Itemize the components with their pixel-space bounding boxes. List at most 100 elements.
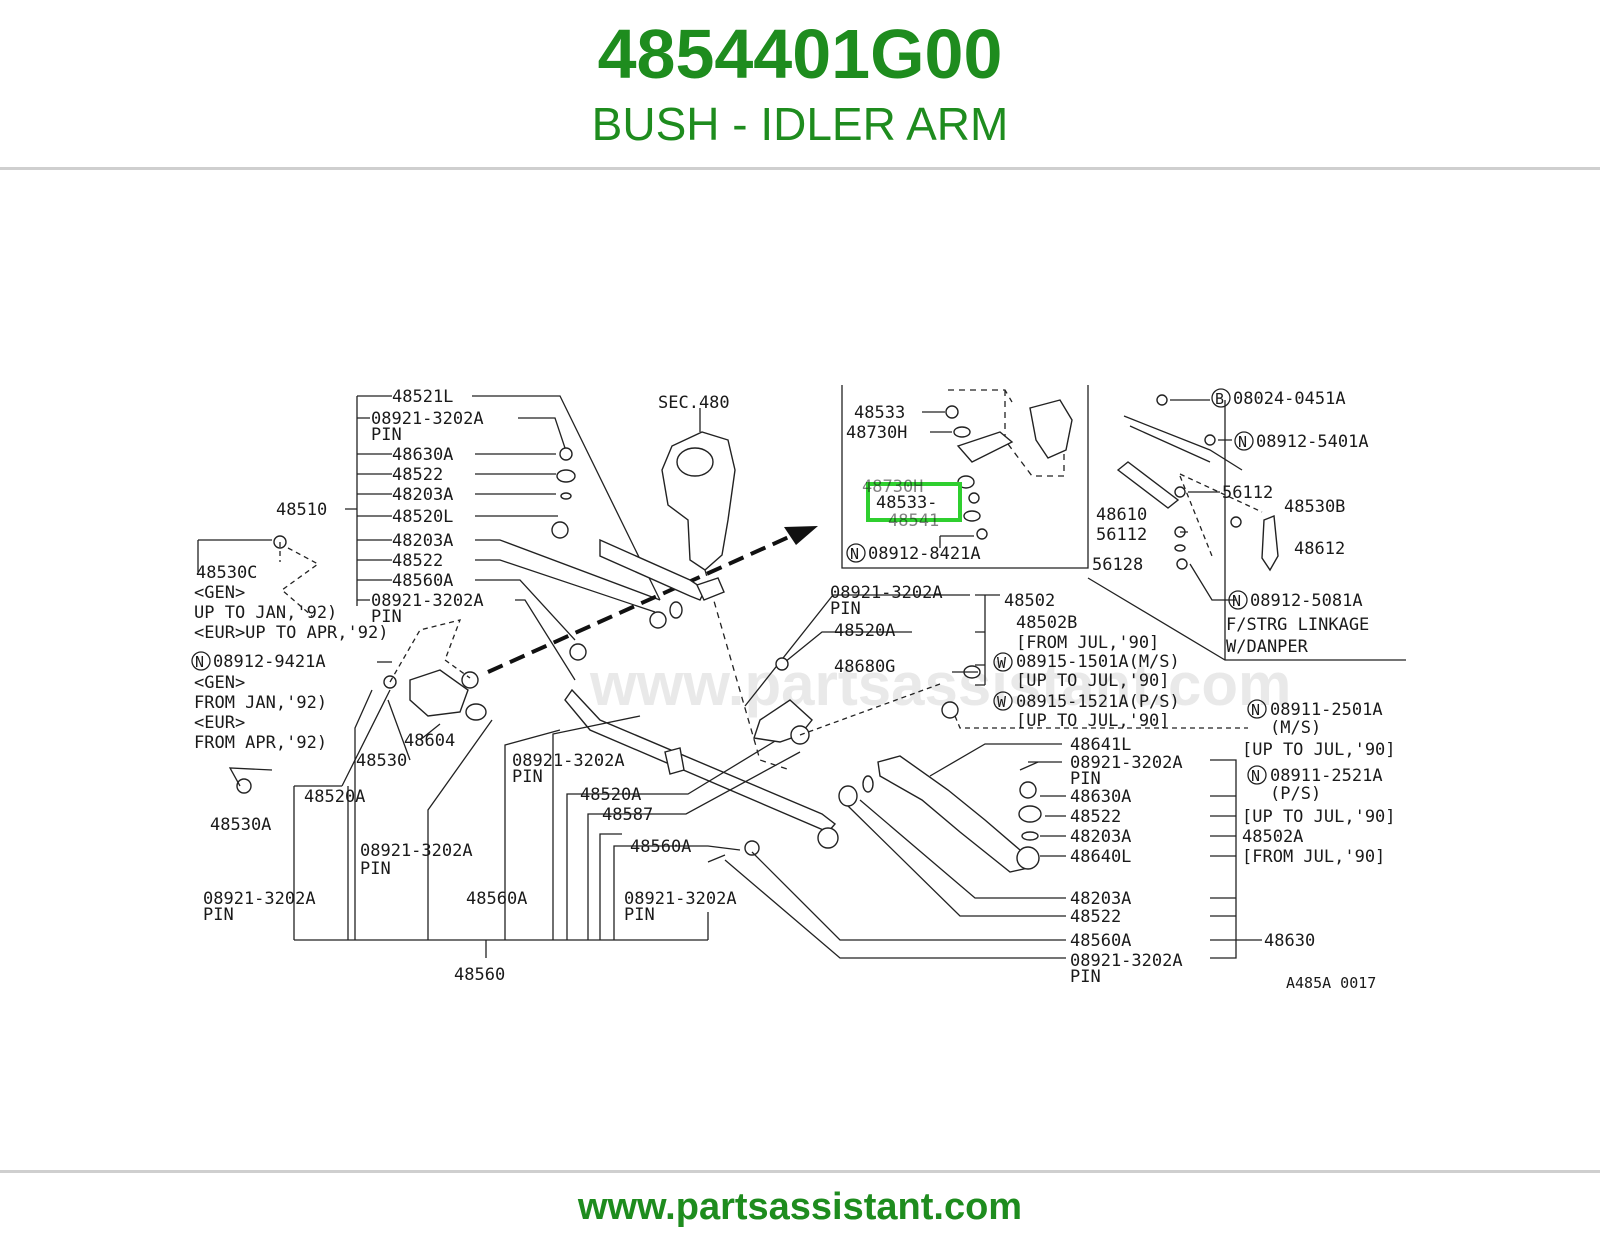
nut-48502	[941, 701, 959, 719]
label-48630A-b: 48630A	[1070, 787, 1131, 807]
leader-48522-b	[475, 559, 656, 613]
label-08911-2501A: 08911-2501A	[1270, 700, 1383, 720]
leader-089128421A	[939, 535, 974, 548]
diagram-code: A485A 0017	[1286, 974, 1376, 992]
leader-pin-g	[744, 594, 970, 707]
gear-box-cap	[676, 447, 714, 477]
bolt-48530B	[1230, 516, 1242, 528]
nut-089125401A	[1204, 434, 1216, 446]
label-upto-jul90-a: [UP TO JUL,'90]	[1016, 671, 1170, 691]
direction-arrow-head	[784, 526, 818, 545]
label-08921-3202A-i: 08921-3202A	[1070, 951, 1183, 971]
label-48560A-d: 48560A	[1070, 931, 1131, 951]
label-48530: 48530	[356, 751, 407, 771]
label-48502B: 48502B	[1016, 613, 1077, 633]
bush-48522-right	[838, 785, 858, 807]
svg-text:W: W	[997, 693, 1007, 711]
svg-text:N: N	[1232, 592, 1241, 610]
bush-48522-a	[556, 469, 576, 483]
socket-48521L	[696, 577, 725, 601]
footer-divider	[0, 1170, 1600, 1173]
footer-website-link[interactable]: www.partsassistant.com	[577, 1186, 1023, 1228]
bush-48522-b	[649, 611, 667, 629]
dashed-damper	[1179, 473, 1263, 557]
label-08921-3202A-d: 08921-3202A	[512, 751, 625, 771]
label-48522-c: 48522	[1070, 807, 1121, 827]
label-08921-3202A-h: 08921-3202A	[1070, 753, 1183, 773]
direction-arrow-line	[487, 530, 801, 674]
label-48630: 48630	[1264, 931, 1315, 951]
label-48560A-b: 48560A	[466, 889, 527, 909]
svg-text:N: N	[195, 653, 204, 671]
part-description: BUSH - IDLER ARM	[591, 98, 1009, 150]
label-from-jul90-a: [FROM JUL,'90]	[1016, 633, 1159, 653]
pin-48641L	[1019, 761, 1039, 771]
idler-arm-inset	[956, 431, 1014, 463]
svg-text:N: N	[1251, 701, 1260, 719]
label-48203A-b: 48203A	[392, 531, 453, 551]
label-ps: (P/S)	[1270, 784, 1321, 804]
label-48520A-b: 48520A	[580, 785, 641, 805]
label-48520A-c: 48520A	[834, 621, 895, 641]
label-48502: 48502	[1004, 591, 1055, 611]
bracket-48612	[1261, 515, 1279, 572]
nut-relay-a	[569, 643, 587, 661]
label-08921-3202A-g: 08921-3202A	[830, 583, 943, 603]
ring-48203A-c	[1021, 831, 1039, 841]
leader-48522-d	[847, 805, 1066, 917]
label-48520L: 48520L	[392, 507, 453, 527]
label-48641L: 48641L	[1070, 735, 1131, 755]
label-48530A: 48530A	[210, 815, 271, 835]
damper-frame-lines	[1123, 415, 1243, 471]
label-48203A-a: 48203A	[392, 485, 453, 505]
label-08024-0451A: 08024-0451A	[1233, 389, 1346, 409]
ball-joint-48640L	[1016, 846, 1040, 870]
label-48521L: 48521L	[392, 387, 453, 407]
label-eur-b: <EUR>	[194, 713, 245, 733]
label-pin-d: PIN	[512, 767, 543, 787]
label-upto-jan92: UP TO JAN,'92)	[194, 603, 337, 623]
label-48730H-b: 48730H	[862, 477, 923, 497]
bush-48533-highlight	[968, 492, 980, 504]
label-from-jan92: FROM JAN,'92)	[194, 693, 327, 713]
leader-48520A-c	[784, 631, 912, 663]
label-48533-highlight: 48533-	[876, 493, 937, 513]
label-08921-3202A-c: 08921-3202A	[360, 841, 473, 861]
label-48502A: 48502A	[1242, 827, 1303, 847]
label-08915-1501A: 08915-1501A(M/S)	[1016, 652, 1180, 672]
bracket-48510	[345, 395, 392, 606]
highlight-box-48533	[866, 482, 962, 522]
label-08921-3202A-b: 08921-3202A	[371, 591, 484, 611]
bracket-48630	[1210, 759, 1262, 959]
nut-089125081A	[1176, 558, 1188, 570]
label-fstrg-linkage: F/STRG LINKAGE	[1226, 615, 1369, 635]
label-48530B: 48530B	[1284, 497, 1345, 517]
label-48203A-c: 48203A	[1070, 827, 1131, 847]
leaders-idler-left	[228, 699, 441, 787]
svg-text:N: N	[850, 545, 859, 563]
label-pin-h: PIN	[1070, 769, 1101, 789]
ball-joint-relay	[817, 827, 839, 849]
label-48612: 48612	[1294, 539, 1345, 559]
label-48730H-a: 48730H	[846, 423, 907, 443]
nut-48560A-c	[744, 840, 760, 856]
part-number-title: 4854401G00	[597, 15, 1003, 93]
label-48640L: 48640L	[1070, 847, 1131, 867]
label-48560A-c: 48560A	[630, 837, 691, 857]
leader-pin-a	[518, 417, 566, 449]
leader-pin-d	[504, 729, 561, 940]
leader-48530C	[197, 539, 272, 572]
header-divider	[0, 167, 1600, 170]
leader-48641L	[929, 743, 1062, 777]
label-08912-5401A: 08912-5401A	[1256, 432, 1369, 452]
svg-text:N: N	[1251, 767, 1260, 785]
nut-089128421A	[976, 528, 988, 540]
bush-48730H-top	[953, 426, 971, 438]
label-48203A-d: 48203A	[1070, 889, 1131, 909]
leader-pin-i	[724, 859, 1066, 959]
label-08912-9421A: 08912-9421A	[213, 652, 326, 672]
label-eur-upto-apr92: <EUR>UP TO APR,'92)	[194, 623, 388, 643]
circled-prefixes: N N B N N W W N N	[191, 388, 1267, 785]
label-48520A-a: 48520A	[304, 787, 365, 807]
